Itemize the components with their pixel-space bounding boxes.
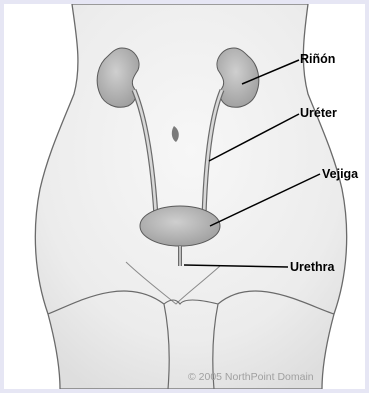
urethra-label: Urethra	[290, 260, 336, 274]
bladder	[140, 206, 220, 246]
copyright-notice: © 2005 NorthPoint Domain	[188, 371, 314, 383]
bladder-label: Vejiga	[322, 167, 359, 181]
ureter-label: Uréter	[300, 106, 337, 120]
urinary-system-diagram: Riñón Uréter Vejiga Urethra © 2005 North…	[4, 4, 365, 389]
diagram-frame: Riñón Uréter Vejiga Urethra © 2005 North…	[4, 4, 365, 389]
kidney-label: Riñón	[300, 52, 335, 66]
